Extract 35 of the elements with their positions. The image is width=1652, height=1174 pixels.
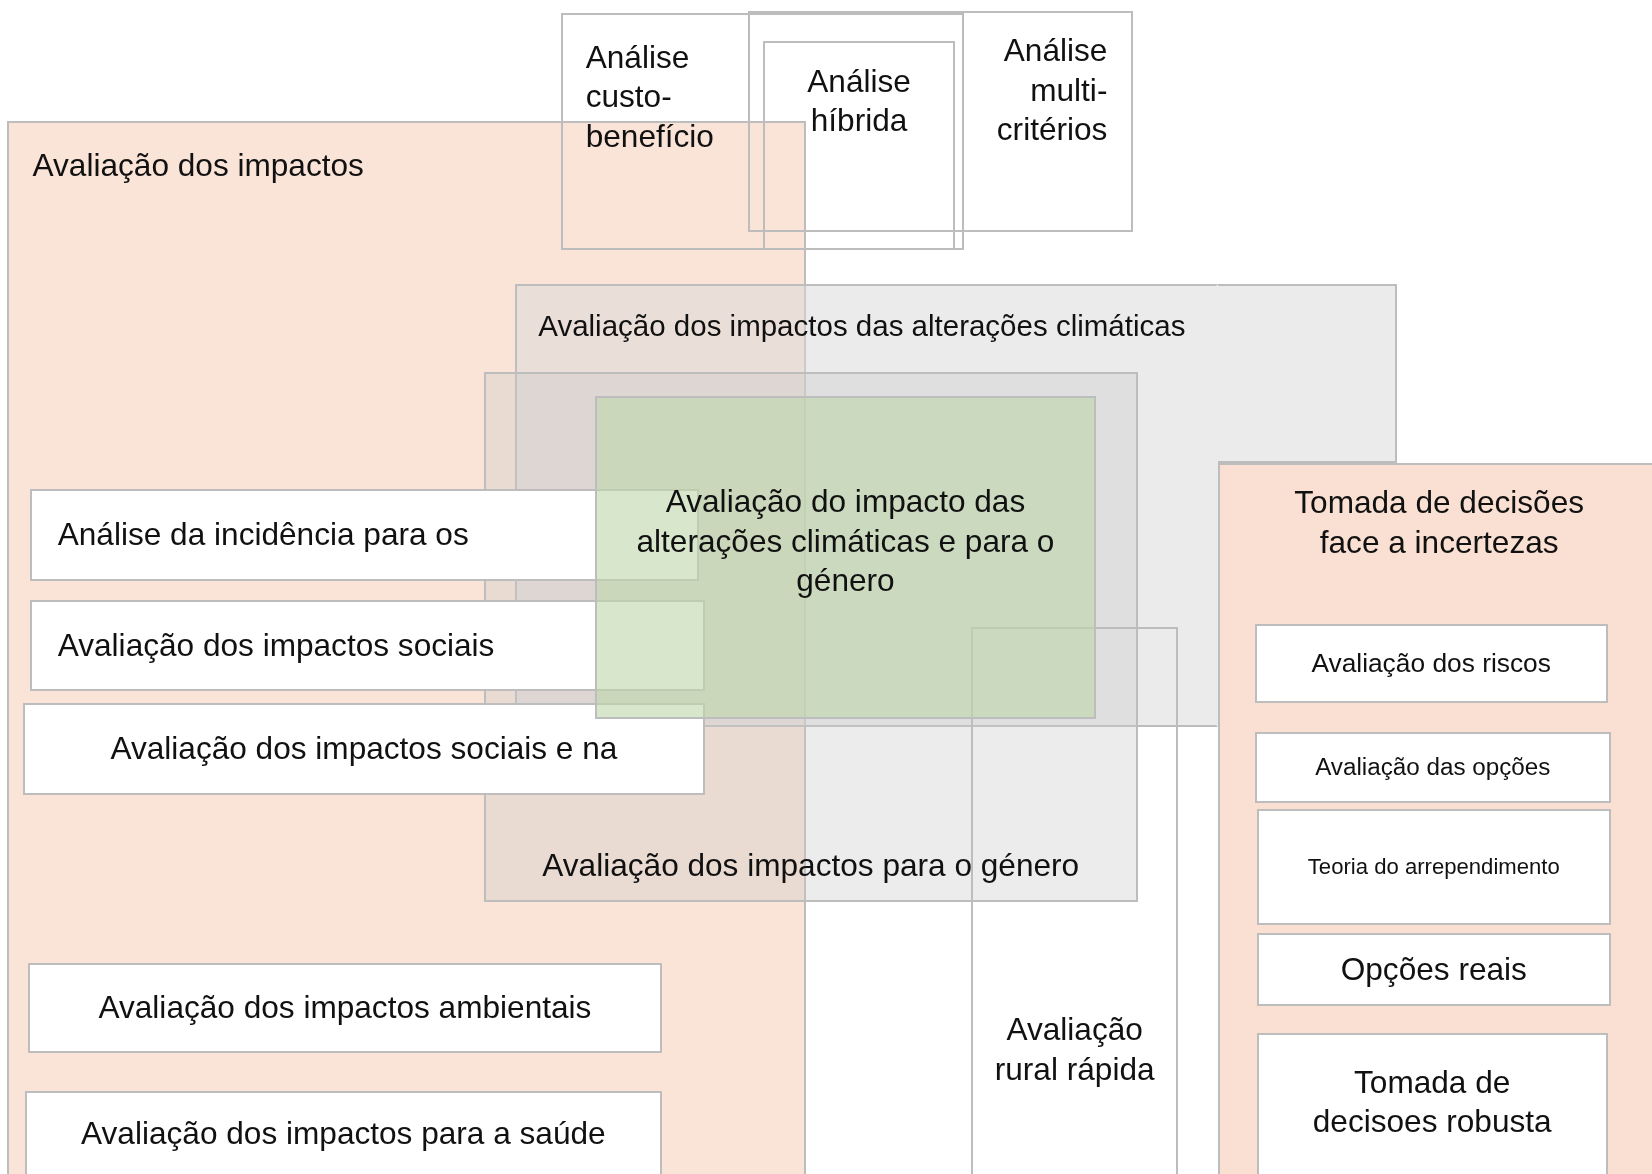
box-label: Análise híbrida [806,61,912,141]
outline-box [748,10,1133,232]
method-box [30,600,705,691]
method-box [1254,732,1611,803]
method-box [23,702,705,796]
method-box [1256,933,1611,1007]
decision-panel [1217,462,1652,1174]
method-box [28,962,662,1054]
box-label: Análise multi-critérios [995,31,1108,150]
box-label: Análise custo-benefício [585,37,715,156]
box-label: Avaliação das opções [1315,752,1551,783]
method-box [1254,623,1608,703]
outline-box [762,40,956,250]
method-box [1256,1033,1608,1174]
box-label: Avaliação dos riscos [1311,646,1551,680]
box-label: Avaliação dos impactos para a saúde [81,1113,606,1153]
climate-panel [515,284,1218,727]
box-label: Opções reais [1340,949,1527,989]
box-label: Avaliação dos impactos sociais e na [110,729,618,769]
box-label: Avaliação dos impactos sociais [57,625,495,665]
box-label: Avaliação dos impactos das alterações climáticas [538,307,1186,344]
box-label: Tomada de decisões face a incertezas [1293,483,1586,562]
overlap-panel [595,396,1096,719]
method-box [1256,809,1611,925]
box-label: Tomada de decisoes robusta [1311,1062,1553,1142]
box-label: Avaliação do impacto das alterações climáticas e para o género [635,482,1056,601]
outline-box [971,626,1178,1174]
box-label: Análise da incidência para os [57,515,469,555]
method-box [25,1091,662,1174]
box-label: Avaliação rural rápida [993,1010,1156,1089]
box-label: Avaliação dos impactos ambientais [98,988,592,1028]
box-label: Avaliação dos impactos para o género [542,845,1080,885]
outline-box [560,12,964,250]
box-label: Teoria do arrependimento [1307,853,1560,881]
box-label: Avaliação dos impactos [32,146,364,186]
